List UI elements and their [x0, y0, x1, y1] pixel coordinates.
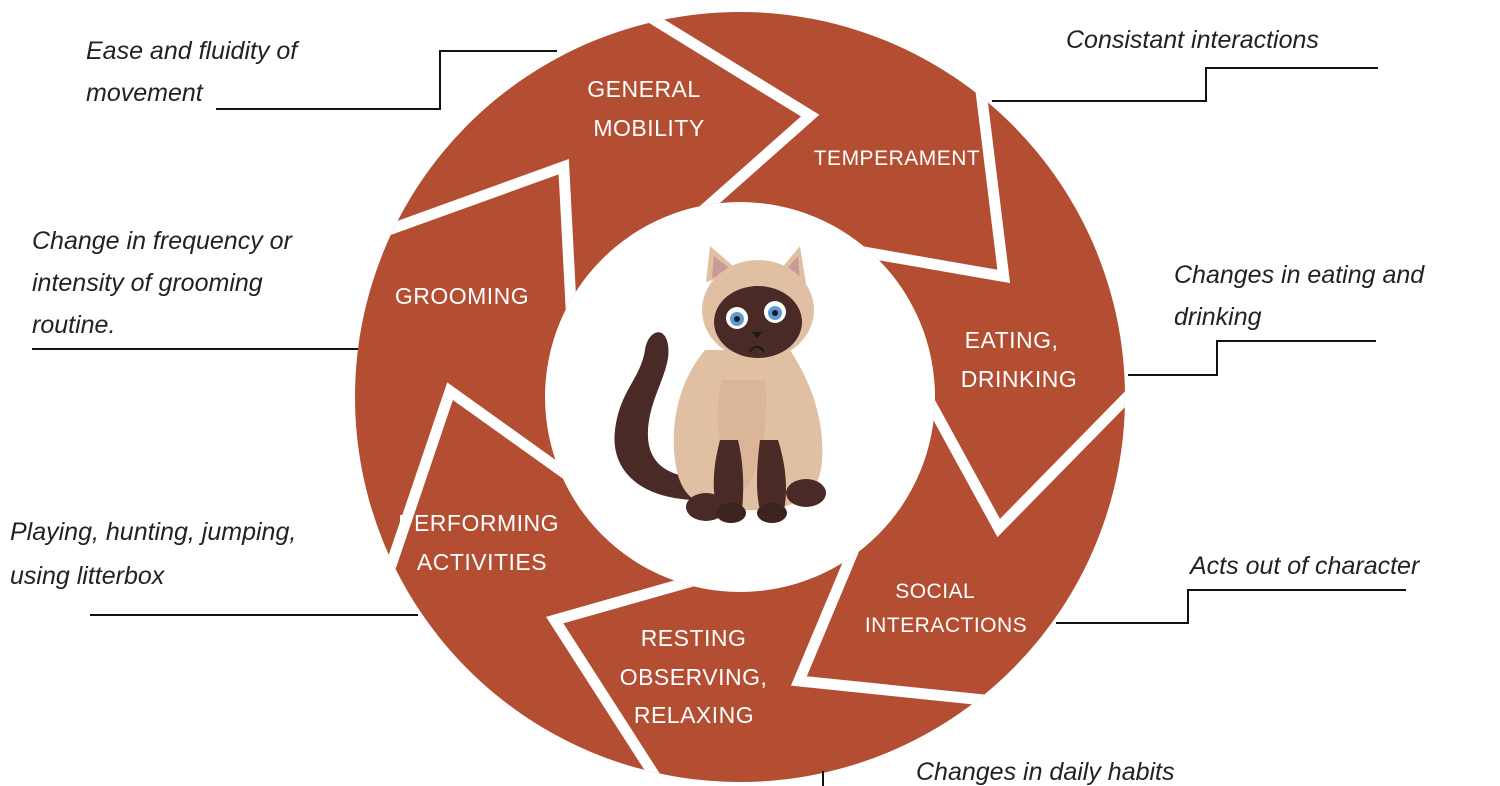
segment-labels: GENERAL MOBILITY TEMPERAMENT EATING, DRI… [395, 76, 1077, 728]
temperament-note-line-1: Consistant interactions [1066, 26, 1319, 54]
general-mobility-note-line-2: movement [86, 79, 204, 107]
segment-divider [920, 385, 1125, 538]
leader-line-general-mobility [216, 50, 557, 110]
performing-activities-line-1: PERFORMING [398, 510, 559, 536]
annotation-social-interactions: Acts out of character [1188, 552, 1421, 580]
annotations: Ease and fluidity of movement Consistant… [10, 26, 1431, 786]
temperament-line-1: TEMPERAMENT [814, 147, 981, 170]
segment-divider [378, 159, 578, 321]
segment-label-eating-drinking: EATING, DRINKING [961, 327, 1077, 392]
general-mobility-note-line-1: Ease and fluidity of [86, 37, 300, 65]
performing-activities-note-line-1: Playing, hunting, jumping, [10, 518, 296, 546]
annotation-grooming: Change in frequency or intensity of groo… [32, 227, 299, 339]
resting-line-2: OBSERVING, [620, 664, 768, 690]
cycle-ring [355, 12, 1125, 782]
grooming-line-1: GROOMING [395, 283, 529, 309]
leader-line-social-interactions [1056, 589, 1406, 624]
annotation-temperament: Consistant interactions [1066, 26, 1319, 54]
resting-note-line-1: Changes in daily habits [916, 758, 1175, 786]
annotation-resting: Changes in daily habits [916, 758, 1175, 786]
segment-label-general-mobility: GENERAL MOBILITY [587, 76, 706, 141]
leader-lines [32, 50, 1406, 786]
performing-activities-line-2: ACTIVITIES [417, 549, 547, 575]
segment-label-temperament: TEMPERAMENT [814, 147, 981, 170]
leader-line-temperament [992, 67, 1378, 102]
grooming-note-line-3: routine. [32, 311, 115, 339]
annotation-performing-activities: Playing, hunting, jumping, using litterb… [10, 518, 303, 590]
segment-label-performing-activities: PERFORMING ACTIVITIES [398, 510, 566, 575]
segment-divider [546, 572, 704, 782]
eating-drinking-line-1: EATING, [965, 327, 1059, 353]
annotation-general-mobility: Ease and fluidity of movement [86, 37, 304, 107]
segment-divider [790, 537, 993, 707]
resting-line-3: RELAXING [634, 702, 754, 728]
cat-icon [614, 246, 826, 523]
general-mobility-line-2: MOBILITY [593, 115, 704, 141]
eating-drinking-note-line-1: Changes in eating and [1174, 261, 1425, 289]
segment-divider [851, 82, 1011, 284]
leader-line-eating-drinking [1128, 340, 1376, 376]
general-mobility-line-1: GENERAL [587, 76, 700, 102]
segment-divider [641, 12, 820, 222]
social-interactions-line-1: SOCIAL [895, 580, 974, 603]
segment-dividers [378, 12, 1125, 782]
grooming-note-line-1: Change in frequency or [32, 227, 294, 255]
performing-activities-note-line-2: using litterbox [10, 562, 166, 590]
resting-line-1: RESTING [641, 625, 747, 651]
segment-divider [382, 382, 579, 578]
segment-label-social-interactions: SOCIAL INTERACTIONS [865, 580, 1027, 637]
social-interactions-line-2: INTERACTIONS [865, 614, 1027, 637]
segment-label-resting: RESTING OBSERVING, RELAXING [620, 625, 775, 728]
segment-label-grooming: GROOMING [395, 283, 529, 309]
eating-drinking-note-line-2: drinking [1174, 303, 1262, 331]
annotation-eating-drinking: Changes in eating and drinking [1174, 261, 1431, 331]
ring-background [355, 12, 1125, 782]
grooming-note-line-2: intensity of grooming [32, 269, 263, 297]
social-interactions-note-line-1: Acts out of character [1188, 552, 1421, 580]
eating-drinking-line-2: DRINKING [961, 366, 1077, 392]
